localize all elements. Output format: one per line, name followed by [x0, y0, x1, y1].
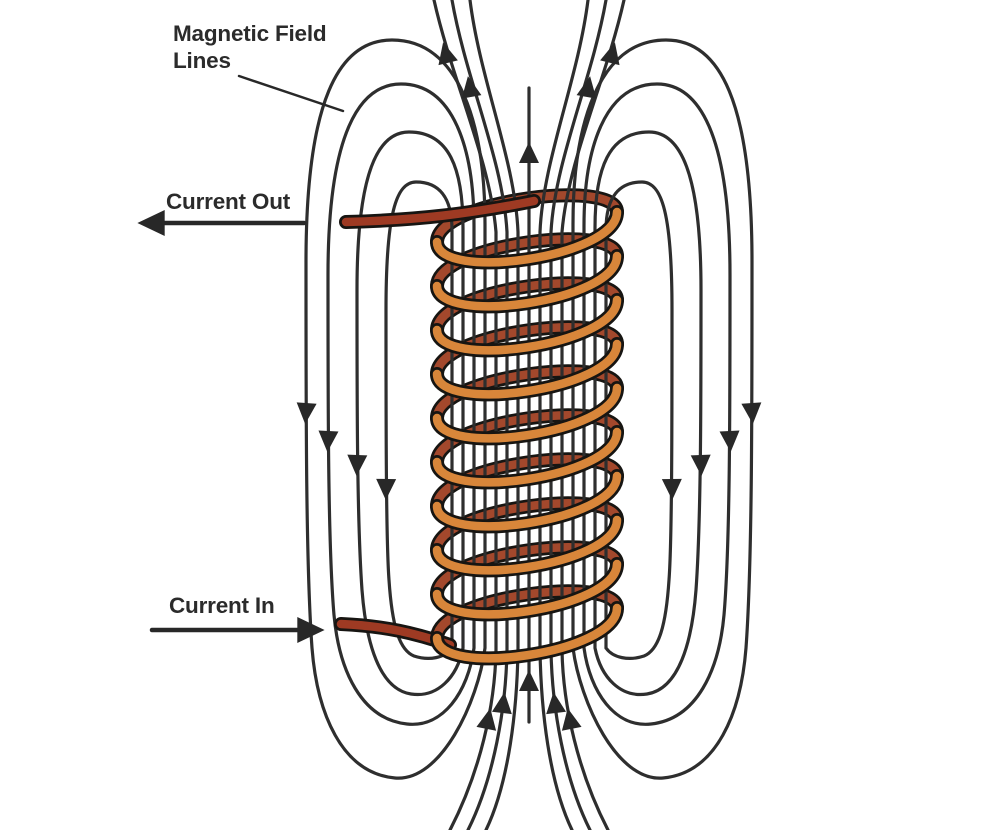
- field-line: [593, 130, 703, 697]
- field-arrow-icon: [741, 402, 762, 424]
- coil-turn-back-fill: [432, 499, 622, 555]
- field-line: [560, 0, 626, 830]
- current-out-arrow-icon: [137, 210, 165, 236]
- field-arrow-icon: [546, 692, 567, 715]
- coil-turn-back-fill: [432, 455, 622, 511]
- field-arrow-icon: [476, 708, 497, 731]
- field-arrow-icon: [438, 42, 458, 66]
- coil-turn-back-fill: [432, 411, 622, 467]
- field-line: [582, 82, 732, 726]
- annotation-arrows: [137, 74, 345, 643]
- coil-turn-front-fill: [432, 383, 622, 443]
- coil-turn-front-fill: [432, 427, 622, 487]
- field-arrow-icon: [561, 708, 582, 731]
- coil-turn-back-fill: [432, 367, 622, 423]
- coil-turn-back-fill: [432, 587, 622, 643]
- coil-turn-front-fill: [432, 251, 622, 311]
- field-line: [538, 0, 590, 830]
- field-arrow-icon: [600, 42, 620, 66]
- current-out-wire: [339, 194, 541, 229]
- field-arrow-icon: [661, 478, 682, 500]
- field-arrow-icon: [519, 670, 539, 691]
- coil-front-turns: [430, 205, 624, 666]
- coil-turn-front-fill: [432, 295, 622, 355]
- coil-turn-front-fill: [432, 207, 622, 267]
- field-line: [604, 180, 674, 660]
- field-arrow-icon: [296, 402, 317, 424]
- field-arrow-icon: [690, 454, 711, 476]
- coil-turn-back-fill: [432, 543, 622, 599]
- coil-turn-front-fill: [432, 339, 622, 399]
- coil-turn-back-fill: [432, 323, 622, 379]
- coil-turn-front-fill: [432, 471, 622, 531]
- field-direction-arrows: [296, 42, 762, 731]
- coil-turn-front-fill: [432, 603, 622, 663]
- field-arrow-icon: [491, 692, 512, 715]
- field-arrow-icon: [576, 76, 597, 99]
- field-line: [432, 0, 498, 830]
- magnetic-field-lines-label: Magnetic Field Lines: [173, 20, 327, 74]
- field-line: [384, 180, 454, 660]
- current-in-arrow-icon: [297, 617, 325, 643]
- field-arrow-icon: [719, 430, 740, 452]
- field-line: [355, 130, 465, 697]
- current-in-label: Current In: [169, 593, 275, 618]
- field-arrow-icon: [347, 454, 368, 476]
- field-line: [326, 82, 476, 726]
- field-line: [468, 0, 520, 830]
- coil-turn-back-fill: [432, 235, 622, 291]
- field-line: [549, 0, 608, 830]
- magnetic-field-lines-label-line1: Magnetic Field: [173, 21, 327, 46]
- field-arrow-icon: [376, 478, 397, 500]
- coil-turn-front-fill: [432, 559, 622, 619]
- coil-back-turns: [430, 188, 624, 645]
- coil-turn-back-fill: [432, 279, 622, 335]
- field-line: [450, 0, 509, 830]
- field-arrow-icon: [318, 430, 339, 452]
- magnetic-field-lines: [304, 0, 754, 830]
- current-out-label: Current Out: [166, 189, 291, 214]
- field-lines-leader-line: [237, 74, 345, 113]
- coil-turn-front-fill: [432, 515, 622, 575]
- field-arrow-icon: [519, 142, 539, 163]
- magnetic-field-lines-label-line2: Lines: [173, 48, 231, 73]
- current-out-wire-fill: [341, 196, 539, 227]
- field-arrow-icon: [461, 76, 482, 99]
